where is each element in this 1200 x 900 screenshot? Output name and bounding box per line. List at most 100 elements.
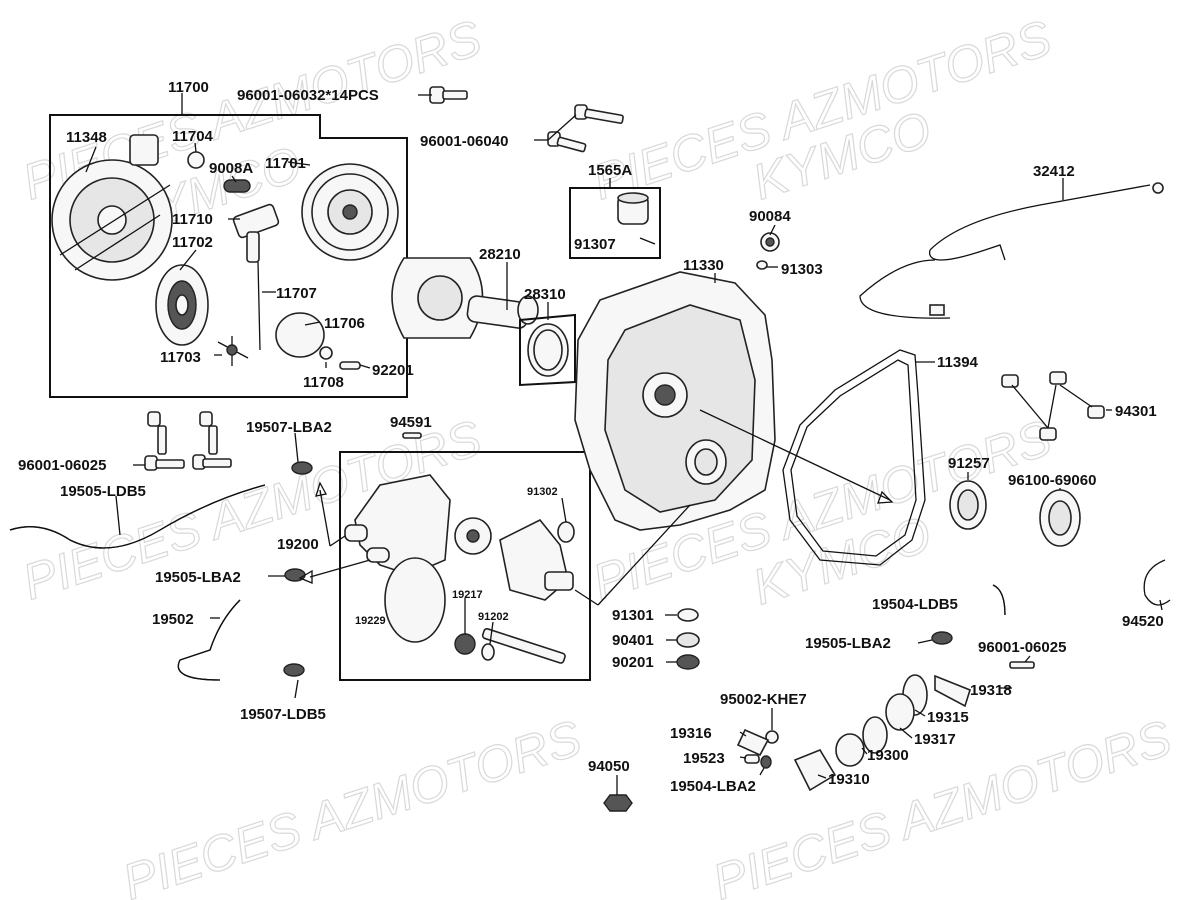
label-96001-06025-b: 96001-06025: [978, 639, 1066, 656]
starter-handle: [232, 203, 280, 351]
bolt-92201: [339, 361, 361, 370]
label-94520: 94520: [1122, 613, 1164, 630]
label-19505-LDB5: 19505-LDB5: [60, 483, 146, 500]
seal-91202: [481, 643, 495, 661]
label-96001-06025: 96001-06025: [18, 457, 106, 474]
label-91303: 91303: [781, 261, 823, 278]
pawl-11703: [217, 336, 249, 366]
pump-body: [499, 518, 574, 601]
label-91307: 91307: [574, 236, 616, 253]
recoil-spring: [155, 264, 209, 346]
label-94591: 94591: [390, 414, 432, 431]
washer-11708: [319, 346, 333, 360]
label-95002-KHE7: 95002-KHE7: [720, 691, 807, 708]
label-91302: 91302: [527, 486, 558, 498]
hose-19505-ldb5: [9, 484, 266, 549]
dowel-pins-94301: [1001, 371, 1105, 441]
oil-seal-91257: [949, 480, 987, 530]
plug-90084: [756, 232, 780, 270]
label-28310: 28310: [524, 286, 566, 303]
recoil-starter-group-box: [49, 114, 408, 398]
label-96001-06032: 96001-06032*14PCS: [237, 87, 379, 104]
label-19504-LDB5: 19504-LDB5: [872, 596, 958, 613]
label-19504-LBA2: 19504-LBA2: [670, 778, 756, 795]
label-1565A: 1565A: [588, 162, 632, 179]
watermark-text: PIECES AZMOTORS: [116, 710, 588, 900]
crankcase-cover-11330: [574, 271, 776, 531]
label-96100-69060: 96100-69060: [1008, 472, 1096, 489]
label-11708: 11708: [303, 374, 344, 391]
water-pump-cover-19200: [344, 474, 451, 576]
label-19502: 19502: [152, 611, 194, 628]
bolts-96001-06025: [144, 411, 232, 471]
gasket-11394: [782, 349, 926, 566]
driven-face-28210: [391, 257, 539, 339]
nut-90201: [676, 654, 700, 670]
label-19310: 19310: [828, 771, 870, 788]
label-90201: 90201: [612, 654, 654, 671]
label-90084: 90084: [749, 208, 791, 225]
label-11394: 11394: [937, 354, 979, 371]
oring-91301: [677, 608, 699, 622]
label-19316: 19316: [670, 725, 712, 742]
label-11703: 11703: [160, 349, 201, 366]
oil-filler-group-box: [569, 187, 661, 259]
pump-shaft: [481, 627, 566, 664]
breather-hose-32412: [859, 182, 1164, 319]
label-11707: 11707: [276, 285, 317, 302]
label-91257: 91257: [948, 455, 990, 472]
label-11706: 11706: [324, 315, 365, 332]
label-90401: 90401: [612, 632, 654, 649]
thermostat-parts: [736, 584, 1035, 792]
label-91202: 91202: [478, 611, 509, 623]
clip-9008A: [223, 179, 251, 193]
bearing-19217: [454, 633, 476, 655]
nut-94050: [603, 794, 633, 812]
label-92201: 92201: [372, 362, 414, 379]
seal-28310: [519, 313, 576, 387]
label-96001-06040: 96001-06040: [420, 133, 508, 150]
bolts-96001-06040: [547, 104, 624, 153]
starter-housing: [51, 134, 173, 281]
label-11701: 11701: [265, 155, 306, 172]
starter-pulley: [301, 163, 399, 261]
label-11704: 11704: [172, 128, 214, 145]
label-11330: 11330: [683, 257, 724, 274]
impeller: [454, 517, 492, 555]
bearing-96100-69060: [1039, 489, 1081, 547]
label-19200: 19200: [277, 536, 319, 553]
label-19505-LBA2-b: 19505-LBA2: [805, 635, 891, 652]
bolt-11704: [187, 151, 205, 169]
bolt-96001-06032: [429, 86, 468, 104]
label-32412: 32412: [1033, 163, 1075, 180]
hose-19502: [177, 599, 241, 681]
label-19229: 19229: [355, 615, 386, 627]
label-19315: 19315: [927, 709, 969, 726]
label-11348: 11348: [66, 129, 107, 146]
label-11710: 11710: [172, 211, 213, 228]
washer-90401: [676, 632, 700, 648]
label-94301: 94301: [1115, 403, 1157, 420]
leader-lines: [85, 93, 1163, 795]
label-28210: 28210: [479, 246, 521, 263]
label-19507-LDB5: 19507-LDB5: [240, 706, 326, 723]
circlip-94520: [1143, 559, 1171, 606]
label-19217: 19217: [452, 589, 483, 601]
label-94050: 94050: [588, 758, 630, 775]
label-11700: 11700: [168, 79, 209, 96]
label-19300: 19300: [867, 747, 909, 764]
label-19523: 19523: [683, 750, 725, 767]
label-11702: 11702: [172, 234, 213, 251]
oring-91302: [557, 521, 575, 543]
label-19507-LBA2: 19507-LBA2: [246, 419, 332, 436]
gasket-19229: [384, 557, 446, 643]
label-9008A: 9008A: [209, 160, 253, 177]
label-19318: 19318: [970, 682, 1012, 699]
oil-filler-cap: [617, 192, 656, 245]
water-pump-group-box: [339, 451, 591, 681]
part-labels: 11700 96001-06032*14PCS 11348 11704 9008…: [18, 79, 1164, 795]
ratchet-plate: [275, 312, 325, 358]
label-19317: 19317: [914, 731, 956, 748]
